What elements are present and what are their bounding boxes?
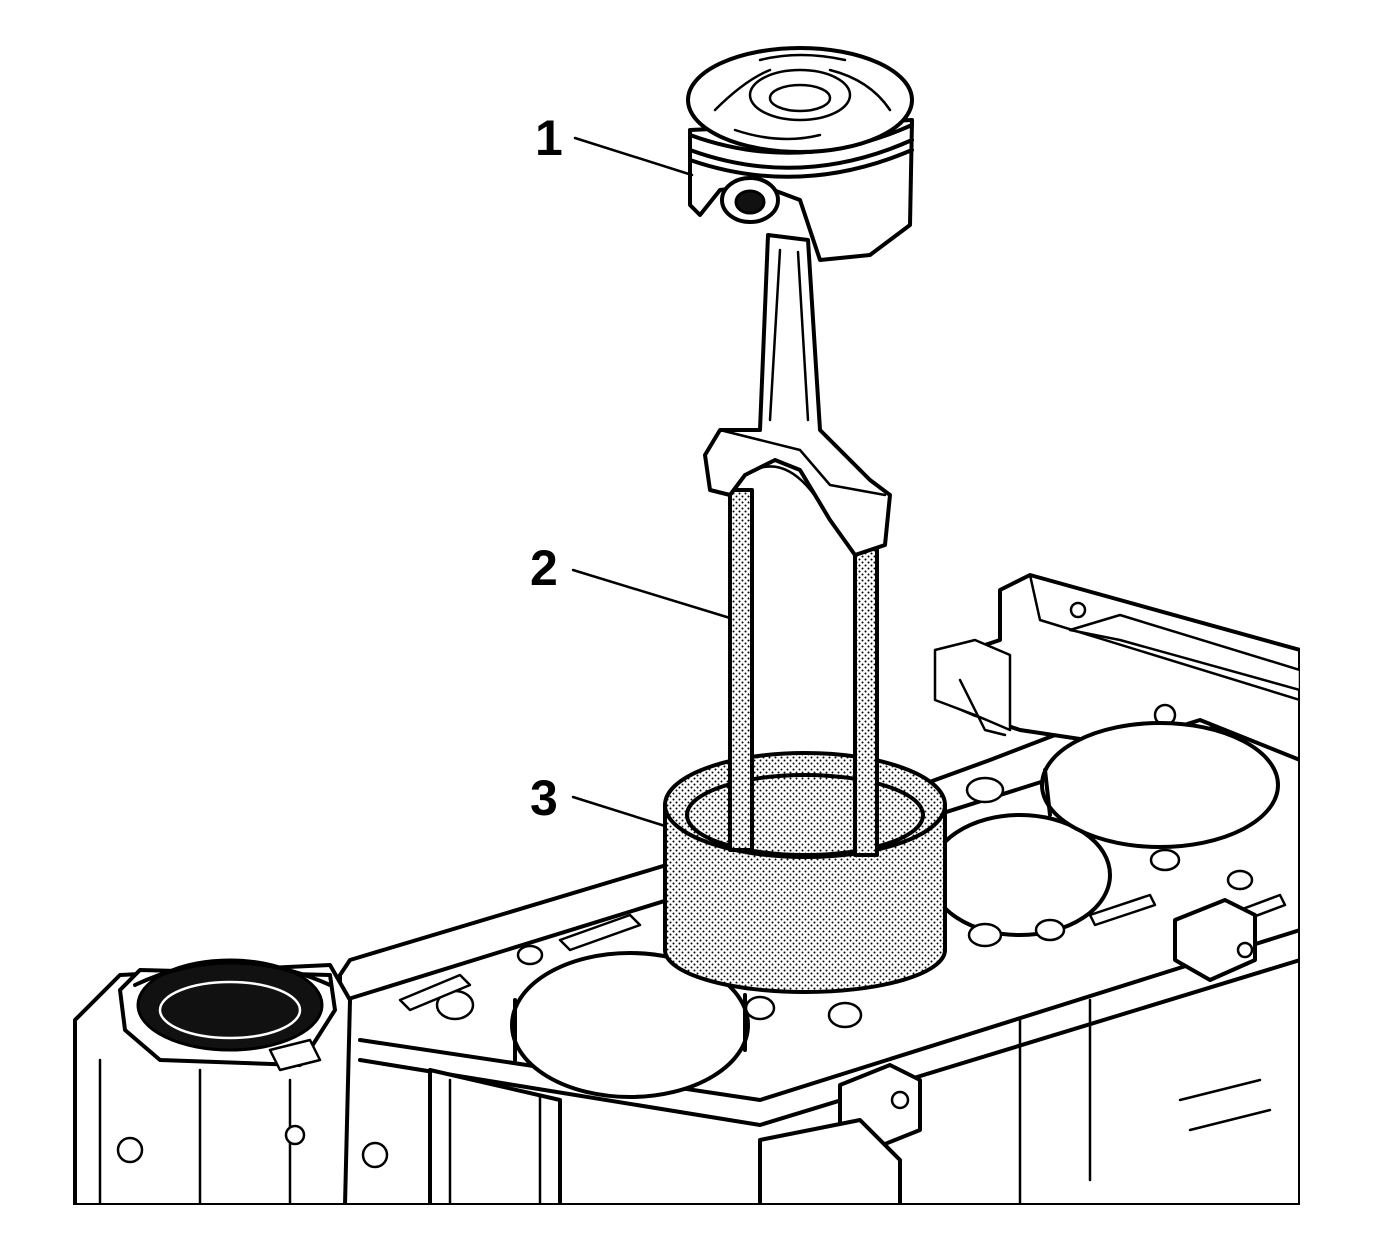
callout-2: 2 (530, 540, 732, 620)
piston-ring-compressor (663, 751, 947, 994)
engine-block (73, 573, 1300, 1205)
callout-2-label: 2 (530, 540, 558, 596)
piston-and-connecting-rod (686, 46, 914, 557)
callout-3: 3 (530, 770, 667, 828)
callout-1-label: 1 (535, 110, 563, 166)
callout-1: 1 (535, 110, 694, 177)
callout-3-label: 3 (530, 770, 558, 826)
connecting-rod-guides (728, 488, 879, 857)
